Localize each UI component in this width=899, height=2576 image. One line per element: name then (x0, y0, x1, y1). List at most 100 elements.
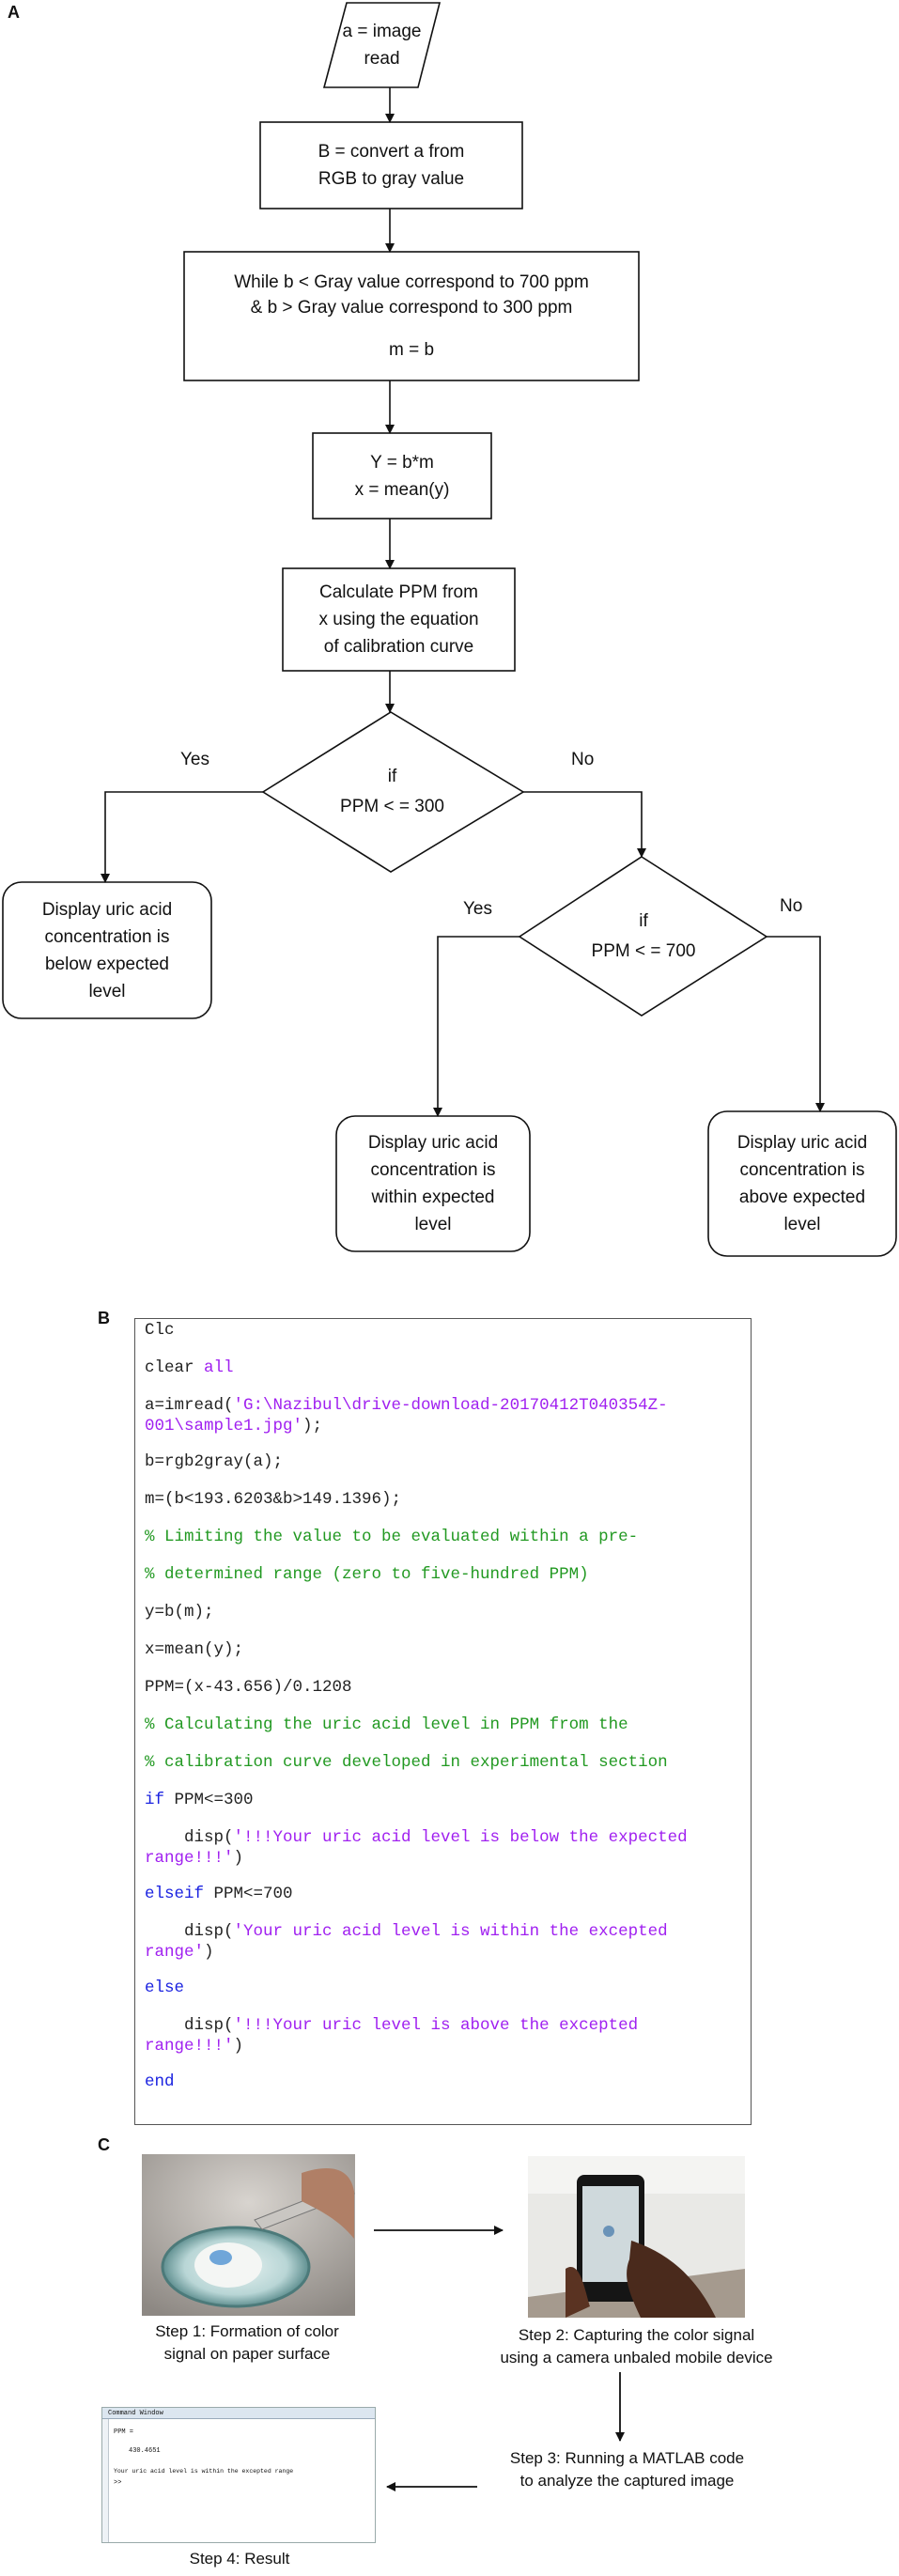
code-disp-3: disp( (145, 2016, 234, 2035)
code-line-22: range!!!') (145, 2037, 243, 2056)
code-line-15: disp('!!!Your uric acid level is below t… (145, 1828, 688, 1847)
while-node-text: While b < Gray value correspond to 700 p… (184, 252, 639, 380)
yes-label-2: Yes (463, 899, 492, 919)
within-line-2: concentration is (370, 1160, 496, 1180)
code-line-3: a=imread('G:\Nazibul\drive-download-2017… (145, 1396, 668, 1415)
above-line-4: level (783, 1215, 821, 1234)
convert-line-2: RGB to gray value (318, 169, 465, 189)
above-line-2: concentration is (739, 1160, 865, 1180)
code-line-18: disp('Your uric acid level is within the… (145, 1922, 668, 1941)
while-line-3: m = b (388, 340, 435, 360)
compute-line-1: Y = b*m (370, 452, 434, 473)
compute-node-text: Y = b*m x = mean(y) (313, 433, 491, 519)
calc-process-box (282, 567, 516, 672)
while-line-2: & b > Gray value correspond to 300 ppm (250, 298, 573, 318)
code-line-12: % Calculating the uric acid level in PPM… (145, 1715, 628, 1734)
petri-dish-photo (142, 2154, 355, 2316)
calc-line-3: of calibration curve (323, 637, 474, 657)
matlab-ppm: PPM = (114, 2429, 134, 2436)
step-3-line-2: to analyze the captured image (519, 2472, 735, 2490)
code-close-2: ) (204, 1943, 214, 1962)
code-disp-1: disp( (145, 1828, 234, 1847)
code-elseif: elseif (145, 1885, 205, 1903)
workflow-arrows (374, 2226, 625, 2491)
code-line-8: % determined range (zero to five-hundred… (145, 1565, 589, 1584)
within-line-3: within expected (371, 1187, 495, 1207)
decision-diamond-2 (518, 856, 768, 1016)
arrow-yes2-to-within (433, 936, 519, 1117)
read-line-2: read (364, 49, 400, 69)
code-path-1: 'G:\Nazibul\drive-download-20170412T0403… (233, 1396, 668, 1415)
below-line-1: Display uric acid (41, 899, 173, 920)
input-parallelogram (322, 2, 442, 88)
code-line-2: clear all (145, 1358, 234, 1377)
code-imread-close: ); (302, 1417, 323, 1435)
panel-label-b: B (98, 1309, 110, 1327)
code-line-5: b=rgb2gray(a); (145, 1452, 284, 1471)
compute-process-box (312, 432, 492, 520)
decision1-line-1: if (387, 767, 397, 786)
code-line-21: disp('!!!Your uric level is above the ex… (145, 2016, 638, 2035)
while-process-box (183, 251, 640, 381)
code-line-13: % calibration curve developed in experim… (145, 1753, 668, 1772)
phone-capture-photo (528, 2156, 745, 2318)
step-3-line-1: Step 3: Running a MATLAB code (509, 2449, 745, 2467)
step-2-line-2: using a camera unbaled mobile device (500, 2349, 773, 2367)
step-4-label: Step 4: Result (189, 2550, 290, 2568)
step-2-line-1: Step 2: Capturing the color signal (518, 2326, 755, 2344)
code-line-7: % Limiting the value to be evaluated wit… (145, 1528, 639, 1546)
matlab-command-window: Command Window PPM = 430.4651 Your uric … (101, 2407, 376, 2543)
read-line-1: a = image (342, 22, 422, 41)
code-close-3: ) (233, 2037, 244, 2056)
below-node-text: Display uric acid concentration is below… (3, 882, 211, 1018)
read-node-text: a = image read (324, 3, 440, 87)
calc-line-1: Calculate PPM from (319, 582, 478, 602)
panel-label-a: A (8, 3, 20, 22)
decision2-line-2: PPM < = 700 (591, 941, 696, 961)
code-if: if (145, 1791, 165, 1809)
matlab-prompt[interactable]: >> (114, 2479, 122, 2487)
code-msg-1b: range!!!' (145, 1849, 234, 1868)
step-3-label: Step 3: Running a MATLAB code to analyze… (488, 2447, 766, 2492)
below-line-4: level (88, 981, 126, 1001)
arrow-no2-to-above (767, 936, 825, 1112)
code-line-20: else (145, 1979, 185, 1997)
code-imread: a=imread( (145, 1396, 234, 1415)
code-msg-2b: range' (145, 1943, 205, 1962)
code-clear: clear (145, 1358, 205, 1377)
code-msg-1a: '!!!Your uric acid level is below the ex… (233, 1828, 688, 1847)
decision2-line-1: if (639, 911, 648, 931)
convert-node-text: B = convert a from RGB to gray value (260, 122, 522, 209)
above-terminal-box (707, 1110, 897, 1257)
below-line-3: below expected (44, 954, 170, 974)
while-line-1: While b < Gray value correspond to 700 p… (234, 272, 589, 292)
compute-line-2: x = mean(y) (354, 479, 450, 500)
decision1-text: if PPM < = 300 (282, 740, 503, 844)
arrow-yes1-to-below (101, 791, 263, 883)
step-2-label: Step 2: Capturing the color signal using… (474, 2324, 798, 2369)
code-disp-2: disp( (145, 1922, 234, 1941)
calc-line-2: x using the equation (318, 610, 479, 629)
code-line-23: end (145, 2072, 175, 2091)
matlab-code-box: Clc clear all a=imread('G:\Nazibul\drive… (134, 1318, 752, 2125)
code-line-14: if PPM<=300 (145, 1791, 254, 1809)
matlab-value: 430.4651 (129, 2447, 161, 2455)
step-1-line-1: Step 1: Formation of color (155, 2322, 339, 2340)
yes-label-1: Yes (180, 750, 209, 769)
code-line-11: PPM=(x-43.656)/0.1208 (145, 1678, 352, 1697)
decision-diamond-1 (261, 711, 525, 873)
code-line-17: elseif PPM<=700 (145, 1885, 293, 1903)
matlab-message: Your uric acid level is within the excep… (114, 2468, 294, 2475)
step-1-line-2: signal on paper surface (163, 2345, 331, 2363)
code-if-cond: PPM<=300 (164, 1791, 254, 1809)
no-label-2: No (780, 896, 803, 916)
above-line-1: Display uric acid (736, 1133, 868, 1153)
code-line-6: m=(b<193.6203&b>149.1396); (145, 1490, 402, 1509)
code-msg-3a: '!!!Your uric level is above the excepte… (233, 2016, 639, 2035)
convert-process-box (259, 121, 523, 209)
code-line-19: range') (145, 1943, 214, 1962)
code-line-9: y=b(m); (145, 1603, 214, 1622)
flowchart-diagram (2, 2, 897, 1257)
code-line-10: x=mean(y); (145, 1640, 244, 1659)
panel-label-c: C (98, 2135, 110, 2154)
